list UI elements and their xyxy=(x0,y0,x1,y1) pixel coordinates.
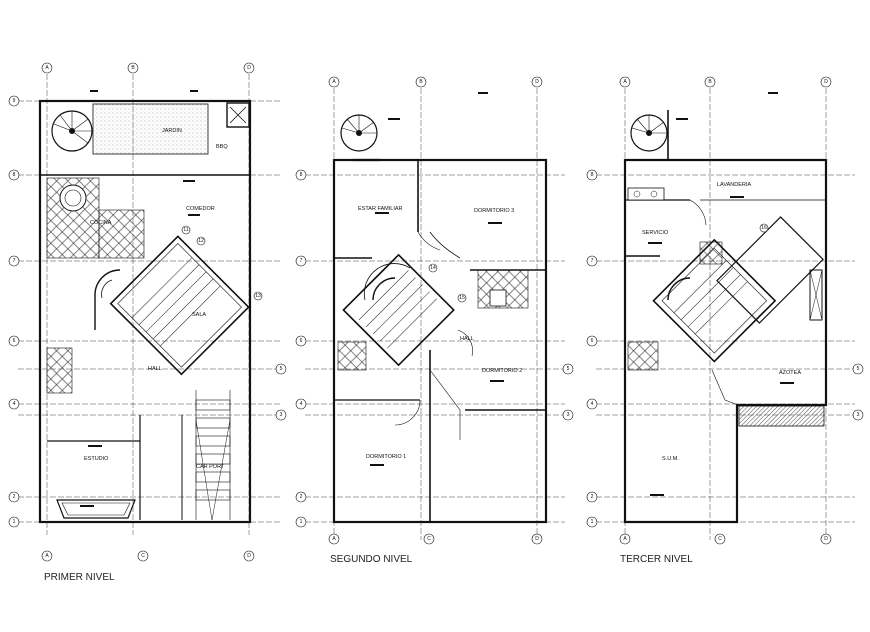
grid-col-label: C xyxy=(718,536,722,542)
grid-axis-bottom-1: A C D xyxy=(41,550,255,562)
grid-row-label: 3 xyxy=(280,412,283,418)
diagonal-core xyxy=(342,253,455,367)
plan-primer-nivel: A B D A C D 9 8 xyxy=(8,62,287,583)
room-label: S.U.M. xyxy=(662,456,679,462)
room-label: AZOTEA xyxy=(779,370,801,376)
plan-tercer-nivel: A B D A C D 8 7 6 xyxy=(586,76,864,565)
grid-col-label: A xyxy=(332,536,336,542)
room-label: SALA xyxy=(192,312,206,318)
grid-col-label: A xyxy=(332,79,336,85)
grid-row-label: 2 xyxy=(591,494,594,500)
grid-col-label: D xyxy=(247,553,251,559)
room-label: LAVANDERIA xyxy=(717,182,751,188)
room-label: COMEDOR xyxy=(186,206,215,212)
grid-col-label: B xyxy=(131,65,135,71)
dimension-marks xyxy=(80,90,794,507)
grid-col-label: A xyxy=(45,553,49,559)
room-label: HALL xyxy=(460,336,474,342)
diag-label: 15 xyxy=(459,295,465,301)
spiral-stair-icon xyxy=(51,110,93,152)
grid-col-label: A xyxy=(623,536,627,542)
spiral-stair-icon xyxy=(630,114,668,152)
grid-row-label: 3 xyxy=(857,412,860,418)
room-label: ESTUDIO xyxy=(84,456,109,462)
grid-row-label: 8 xyxy=(13,172,16,178)
grid-col-label: C xyxy=(141,553,145,559)
diag-label: 11 xyxy=(183,227,188,233)
grid-row-label: 7 xyxy=(13,258,16,264)
grid-col-label: B xyxy=(708,79,712,85)
room-label: DORMITORIO 1 xyxy=(366,454,406,460)
garden-area xyxy=(92,103,209,155)
plan-title: TERCER NIVEL xyxy=(620,554,693,565)
grid-col-label: B xyxy=(419,79,423,85)
carport-slabs xyxy=(195,399,231,501)
grid-row-label: 7 xyxy=(591,258,594,264)
laundry-sink xyxy=(627,187,665,201)
plan-title: PRIMER NIVEL xyxy=(44,572,115,583)
diagonal-core xyxy=(652,238,777,363)
grid-axis-bottom-2: A C D xyxy=(328,533,543,545)
outer-wall xyxy=(332,158,548,524)
grid-row-label: 4 xyxy=(591,401,594,407)
grid-row-label: 6 xyxy=(13,338,16,344)
grid-row-label: 1 xyxy=(13,519,16,525)
grid-row-label: 5 xyxy=(280,366,283,372)
grid-row-label: 5 xyxy=(567,366,570,372)
grid-col-label: D xyxy=(824,536,828,542)
grid-col-label: D xyxy=(824,79,828,85)
room-label: DORMITORIO 3 xyxy=(474,208,514,214)
grid-rows-3: 8 7 6 5 4 3 2 1 xyxy=(586,169,864,528)
diagonal-core xyxy=(109,235,250,376)
grid-col-label: D xyxy=(247,65,251,71)
room-label: SERVICIO xyxy=(642,230,669,236)
outer-wall xyxy=(38,99,252,524)
diag-label: 16 xyxy=(761,225,767,231)
diag-label: 14 xyxy=(430,265,436,271)
room-label: JARDIN xyxy=(162,128,182,134)
room-label: BBQ xyxy=(216,144,228,150)
room-label: CAR PORT xyxy=(196,464,225,470)
diag-label: 13 xyxy=(255,293,261,299)
grid-col-label: D xyxy=(535,536,539,542)
room-label: HALL xyxy=(148,366,162,372)
grid-row-label: 7 xyxy=(300,258,303,264)
grid-row-label: 9 xyxy=(13,98,16,104)
grid-col-label: A xyxy=(623,79,627,85)
room-label: COCINA xyxy=(90,220,112,226)
grid-col-label: C xyxy=(427,536,431,542)
grid-row-label: 6 xyxy=(591,338,594,344)
grid-row-label: 2 xyxy=(300,494,303,500)
diag-label: 12 xyxy=(198,238,204,244)
plan-title: SEGUNDO NIVEL xyxy=(330,554,413,565)
outer-wall xyxy=(623,158,828,524)
grid-row-label: 4 xyxy=(13,401,16,407)
grid-row-label: 8 xyxy=(591,172,594,178)
grid-row-label: 2 xyxy=(13,494,16,500)
grid-row-label: 8 xyxy=(300,172,303,178)
grid-rows-2: 8 7 6 5 4 3 2 1 xyxy=(295,169,574,528)
grid-row-label: 6 xyxy=(300,338,303,344)
grid-row-label: 4 xyxy=(300,401,303,407)
grid-row-label: 1 xyxy=(300,519,303,525)
grid-row-label: 3 xyxy=(567,412,570,418)
diagonal-grid-markers: 11 12 13 14 15 16 xyxy=(181,223,769,303)
room-label: ESTAR FAMILIAR xyxy=(358,206,403,212)
room-label: DORMITORIO 2 xyxy=(482,368,522,374)
grid-col-label: A xyxy=(45,65,49,71)
grid-axis-bottom-3: A C D xyxy=(619,533,832,545)
spiral-stair-icon xyxy=(340,114,378,152)
grid-row-label: 5 xyxy=(857,366,860,372)
plan-segundo-nivel: A B D A C D 8 7 6 xyxy=(295,76,574,565)
grid-col-label: D xyxy=(535,79,539,85)
azotea-parapet xyxy=(738,405,825,427)
grid-row-label: 1 xyxy=(591,519,594,525)
